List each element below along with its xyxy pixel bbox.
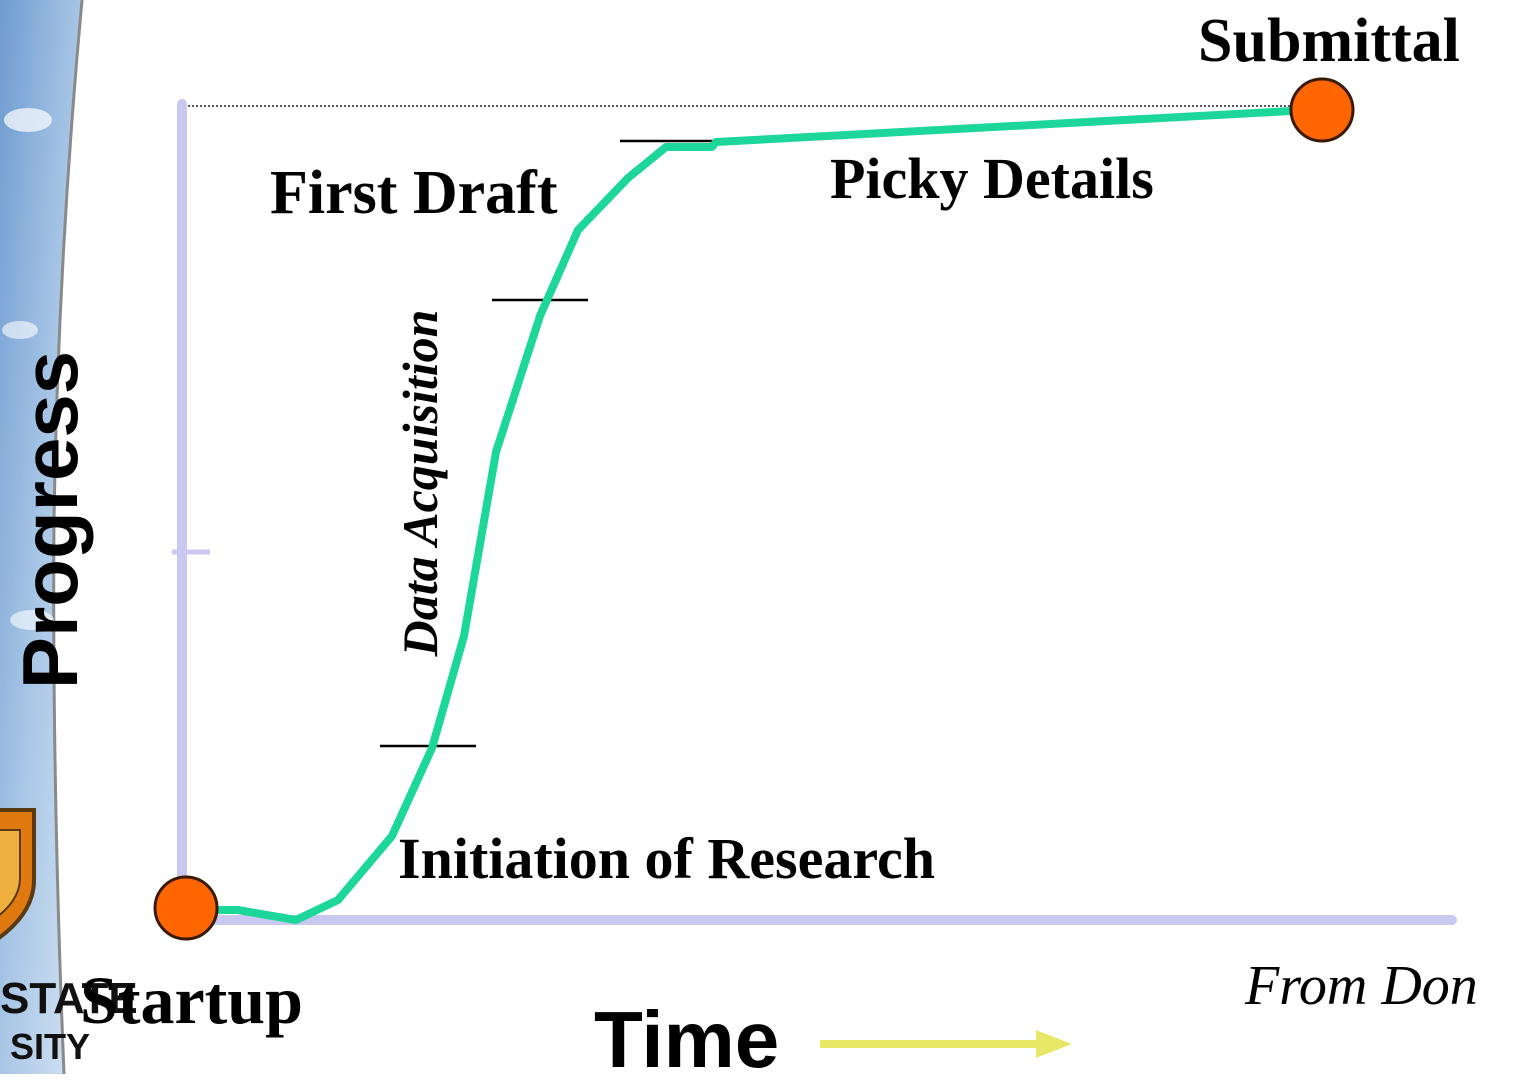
data-acquisition-label: Data Acquisition [392, 309, 448, 657]
startup-label: Startup [80, 962, 303, 1038]
picky-details-label: Picky Details [830, 146, 1154, 211]
first-draft-label: First Draft [270, 159, 558, 227]
submittal-label: Submittal [1198, 7, 1460, 75]
shield-icon [0, 808, 36, 940]
submittal-marker-icon [1289, 77, 1355, 143]
startup-marker-icon [153, 875, 219, 941]
credit-text: From Don [1245, 955, 1478, 1017]
arrow-right-icon [1036, 1030, 1072, 1058]
y-axis-label: Progress [6, 350, 94, 690]
progress-curve [182, 106, 1314, 924]
initiation-label: Initiation of Research [398, 826, 936, 891]
logo-text: SITY [10, 1026, 91, 1067]
sidebar-banner [0, 0, 90, 1074]
logo-text: STATE [0, 974, 138, 1023]
sky-background [0, 0, 84, 1074]
x-axis-label: Time [594, 995, 780, 1084]
